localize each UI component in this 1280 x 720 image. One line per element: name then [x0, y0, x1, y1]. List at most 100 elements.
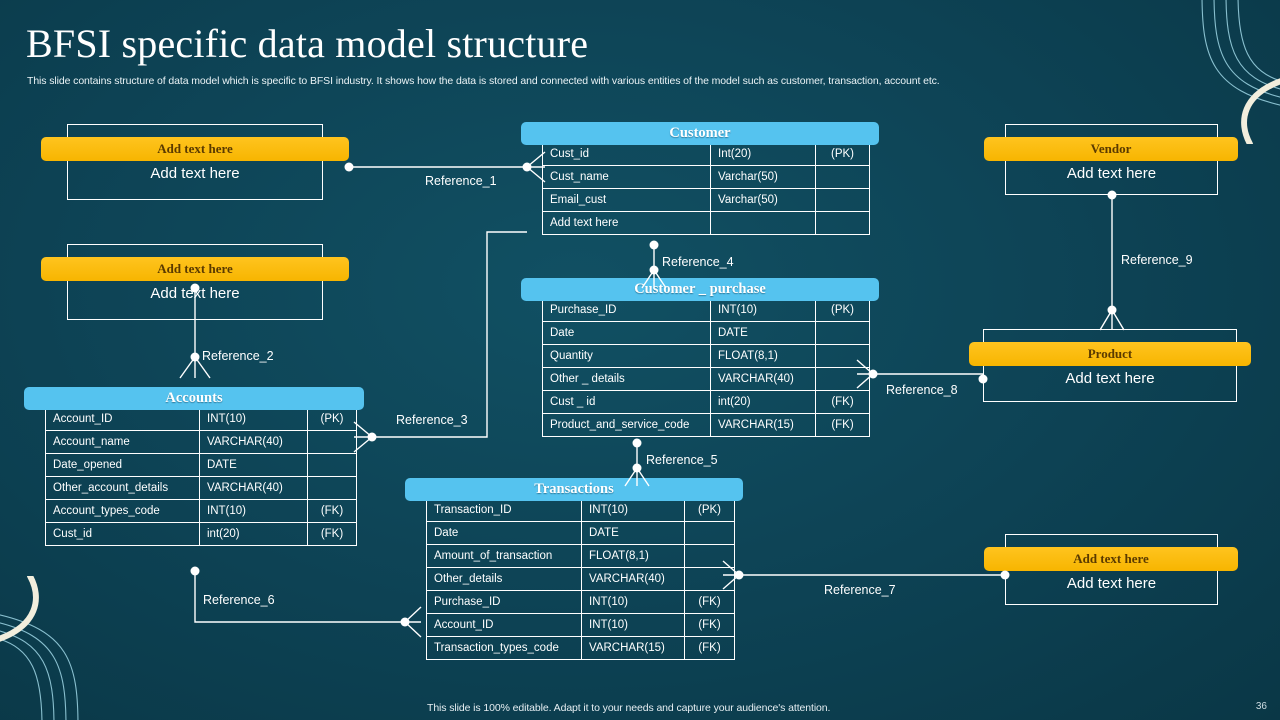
- field-name: Purchase_ID: [543, 298, 711, 321]
- page-subtitle: This slide contains structure of data mo…: [27, 75, 940, 87]
- field-key: (PK): [698, 503, 721, 516]
- field-name: Transaction_ID: [427, 498, 582, 521]
- field-type: VARCHAR(15): [711, 414, 816, 436]
- connector-reference-9: [1099, 190, 1125, 331]
- field-name: Account_name: [46, 431, 200, 453]
- card-bar-label: Add text here: [41, 137, 349, 161]
- reference-label-4: Reference_4: [662, 255, 734, 269]
- entity-field-row: Add text here: [543, 211, 869, 234]
- field-name: Email_cust: [543, 189, 711, 211]
- field-type: DATE: [711, 322, 816, 344]
- entity-title: Customer: [521, 122, 879, 145]
- card-bar-label: Product: [969, 342, 1251, 366]
- field-key: (PK): [831, 147, 854, 160]
- field-name: Account_types_code: [46, 500, 200, 522]
- reference-label-6: Reference_6: [203, 593, 275, 607]
- field-type: VARCHAR(40): [200, 431, 308, 453]
- connector-reference-8: [856, 359, 988, 389]
- field-name: Purchase_ID: [427, 591, 582, 613]
- field-name: Date_opened: [46, 454, 200, 476]
- reference-label-3: Reference_3: [396, 413, 468, 427]
- field-key: (FK): [698, 596, 721, 608]
- field-type: DATE: [582, 522, 685, 544]
- entity-title: Customer _ purchase: [521, 278, 879, 301]
- connector-reference-6: [190, 566, 422, 638]
- field-name: Cust _ id: [543, 391, 711, 413]
- field-name: Account_ID: [46, 407, 200, 430]
- reference-label-7: Reference_7: [824, 583, 896, 597]
- card-body-text: Add text here: [150, 165, 240, 182]
- field-key: (FK): [320, 505, 344, 517]
- card-body-text: Add text here: [1065, 370, 1155, 387]
- field-type: Varchar(50): [711, 166, 816, 188]
- field-key: (FK): [831, 419, 854, 431]
- reference-label-1: Reference_1: [425, 174, 497, 188]
- field-key: (FK): [320, 528, 344, 540]
- reference-label-8: Reference_8: [886, 383, 958, 397]
- connector-reference-1: [344, 151, 546, 183]
- field-type: FLOAT(8,1): [711, 345, 816, 367]
- field-type: INT(10): [200, 407, 308, 430]
- field-type: VARCHAR(40): [711, 368, 816, 390]
- field-name: Date: [543, 322, 711, 344]
- field-type: int(20): [711, 391, 816, 413]
- field-name: Quantity: [543, 345, 711, 367]
- reference-label-2: Reference_2: [202, 349, 274, 363]
- field-type: int(20): [200, 523, 308, 545]
- card-frame: [67, 124, 323, 200]
- field-name: Add text here: [543, 212, 711, 234]
- entity-title: Transactions: [405, 478, 743, 501]
- field-name: Transaction_types_code: [427, 637, 582, 659]
- field-key: (PK): [831, 303, 854, 316]
- connector-reference-2: [179, 283, 211, 379]
- card-body-text: Add text here: [1066, 575, 1157, 592]
- field-name: Other _ details: [543, 368, 711, 390]
- field-type: VARCHAR(15): [582, 637, 685, 659]
- card-body-text: Add text here: [1066, 165, 1157, 182]
- field-type: DATE: [200, 454, 308, 476]
- field-type: Int(20): [711, 142, 816, 165]
- field-key: (FK): [698, 619, 721, 631]
- field-type: VARCHAR(40): [582, 568, 685, 590]
- field-type: [711, 212, 816, 234]
- field-type: Varchar(50): [711, 189, 816, 211]
- footer-note: This slide is 100% editable. Adapt it to…: [427, 702, 831, 714]
- connector-reference-3: [353, 231, 527, 453]
- field-type: INT(10): [582, 498, 685, 521]
- field-type: VARCHAR(40): [200, 477, 308, 499]
- field-key: (FK): [698, 642, 721, 654]
- reference-label-9: Reference_9: [1121, 253, 1193, 267]
- page-title: BFSI specific data model structure: [26, 21, 589, 66]
- field-key: (FK): [831, 396, 854, 408]
- field-type: FLOAT(8,1): [582, 545, 685, 567]
- connector-reference-5: [624, 438, 650, 487]
- field-name: Cust_name: [543, 166, 711, 188]
- reference-label-5: Reference_5: [646, 453, 718, 467]
- field-type: INT(10): [582, 591, 685, 613]
- field-name: Amount_of_transaction: [427, 545, 582, 567]
